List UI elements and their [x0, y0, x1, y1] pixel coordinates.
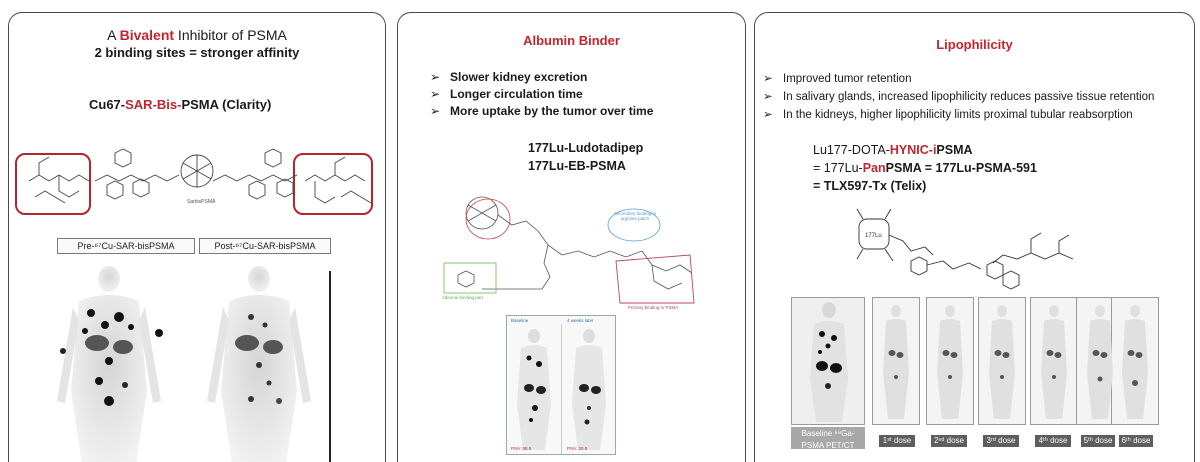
title-suffix: Inhibitor of PSMA: [174, 27, 287, 43]
dose-series: Baseline ⁶⁸Ga-PSMA PET/CT: [791, 297, 1191, 457]
compound-prefix: = 177Lu-: [813, 161, 863, 175]
panel3-compound-line-2: = 177Lu-PanPSMA = 177Lu-PSMA-591: [813, 161, 1037, 175]
scale-bar: [329, 271, 331, 462]
list-item: ➢ In the kidneys, higher lipophilicity li…: [763, 106, 1154, 124]
panel1-title: A Bivalent Inhibitor of PSMA: [9, 27, 385, 43]
arrow-bullet-icon: ➢: [430, 104, 441, 118]
compound-suffix: PSMA: [936, 143, 973, 157]
arrow-bullet-icon: ➢: [763, 109, 773, 121]
list-item: ➢ Slower kidney excretion: [430, 69, 653, 86]
pet-scan-images: [57, 266, 331, 462]
binding-site-right-box: [293, 153, 373, 215]
secondary-binding-highlight: [607, 208, 661, 242]
lutetium-ring-label: 177Lu: [865, 233, 882, 239]
panel-lipophilicity: Lipophilicity ➢ Improved tumor retention …: [754, 12, 1195, 462]
compound-suffix: PSMA = 177Lu-PSMA-591: [885, 161, 1037, 175]
dose-label-3: 3ʳᵈ dose: [983, 435, 1019, 447]
panel1-subtitle: 2 binding sites = stronger affinity: [94, 45, 300, 60]
compound-highlight: SAR-Bis-: [125, 97, 182, 112]
panpsma-structure-drawing: 177Lu: [856, 208, 1074, 290]
primary-binding-caption: Primary binding to PSMA: [628, 305, 679, 310]
panel3-compound-line-1: Lu177-DOTA-HYNIC-iPSMA: [813, 143, 973, 157]
panel3-title: Lipophilicity: [936, 37, 1013, 52]
pre-therapy-label: Pre-⁶⁷Cu-SAR-bisPSMA: [57, 238, 195, 254]
panel2-compound-1: 177Lu-Ludotadipep: [528, 141, 644, 155]
panel-bivalent-inhibitor: A Bivalent Inhibitor of PSMA 2 binding s…: [8, 12, 386, 462]
arrow-bullet-icon: ➢: [430, 87, 441, 101]
arrow-bullet-icon: ➢: [763, 73, 773, 85]
albumin-binding-caption: Albumin binding part: [442, 295, 484, 300]
compound-highlight: Pan: [862, 161, 886, 175]
primary-binding-box: [615, 254, 695, 304]
panel2-compound-2: 177Lu-EB-PSMA: [528, 159, 626, 173]
panel1-compound-name: Cu67-SAR-Bis-PSMA (Clarity): [89, 97, 271, 112]
panel-albumin-binder: Albumin Binder ➢ Slower kidney excretion …: [397, 12, 746, 462]
bullet-text: More uptake by the tumor over time: [450, 104, 654, 118]
baseline-scan-box: [791, 297, 865, 425]
structure-caption: SarbisPSMA: [187, 199, 216, 205]
compound-prefix: Lu177-DOTA-: [813, 143, 890, 157]
panel2-title: Albumin Binder: [523, 33, 620, 48]
albumin-binding-box: [443, 262, 497, 294]
compound-prefix: Cu67-: [89, 97, 126, 112]
scan-caption-followup: 4 weeks later: [567, 318, 594, 323]
chelator-highlight: [465, 198, 511, 240]
baseline-scan-silhouette: [810, 302, 848, 422]
dose-scan-silhouettes: [883, 305, 1148, 419]
arrow-bullet-icon: ➢: [763, 91, 773, 103]
compound-suffix: PSMA (Clarity): [181, 97, 272, 112]
bullet-text: Longer circulation time: [450, 87, 583, 101]
eb-psma-structure-drawing: [443, 196, 695, 304]
dose-label-5: 5ᵗʰ dose: [1081, 435, 1115, 447]
post-therapy-label: Post-⁶⁷Cu-SAR-bisPSMA: [199, 238, 331, 254]
scan-divider: [561, 324, 562, 454]
list-item: ➢ More uptake by the tumor over time: [430, 103, 653, 120]
binding-site-left-box: [15, 153, 91, 215]
dose-label-1: 1ˢᵗ dose: [879, 435, 915, 447]
psa-value-baseline: PSA: 58.8: [511, 446, 532, 451]
dose-label-2: 2ⁿᵈ dose: [931, 435, 967, 447]
sarbispsma-structure-drawing: SarbisPSMA: [28, 148, 372, 205]
panel2-bullet-list: ➢ Slower kidney excretion ➢ Longer circula…: [430, 69, 653, 120]
bullet-text: In the kidneys, higher lipophilicity lim…: [783, 109, 1133, 121]
dose-label-6: 6ᵗʰ dose: [1119, 435, 1153, 447]
list-item: ➢ Improved tumor retention: [763, 70, 1154, 88]
list-item: ➢ In salivary glands, increased lipophili…: [763, 88, 1154, 106]
post-therapy-scan: [207, 266, 311, 462]
title-highlight: Bivalent: [119, 27, 175, 43]
scan-caption-baseline: Baseline: [511, 318, 529, 323]
pre-therapy-scan: [57, 266, 163, 462]
bullet-text: In salivary glands, increased lipophilic…: [783, 91, 1155, 103]
bullet-text: Improved tumor retention: [783, 73, 912, 85]
scan-silhouettes: [517, 329, 606, 450]
panel3-compound-line-3: = TLX597-Tx (Telix): [813, 179, 927, 193]
compound-highlight: HYNIC-i: [889, 143, 937, 157]
psa-value-followup: PSA: 20.8: [567, 446, 588, 451]
arrow-bullet-icon: ➢: [430, 70, 441, 84]
secondary-binding-caption: Secondary binding to arginine patch: [613, 211, 657, 221]
dose-label-4: 4ᵗʰ dose: [1035, 435, 1071, 447]
list-item: ➢ Longer circulation time: [430, 86, 653, 103]
ludotadipep-scans: Baseline 4 weeks later PSA: 58.8 PSA: 20…: [506, 315, 616, 455]
dose-label-baseline: Baseline ⁶⁸Ga-PSMA PET/CT: [791, 427, 865, 450]
title-prefix: A: [107, 27, 120, 43]
panel3-bullet-list: ➢ Improved tumor retention ➢ In salivary g…: [763, 70, 1154, 124]
bullet-text: Slower kidney excretion: [450, 70, 588, 84]
